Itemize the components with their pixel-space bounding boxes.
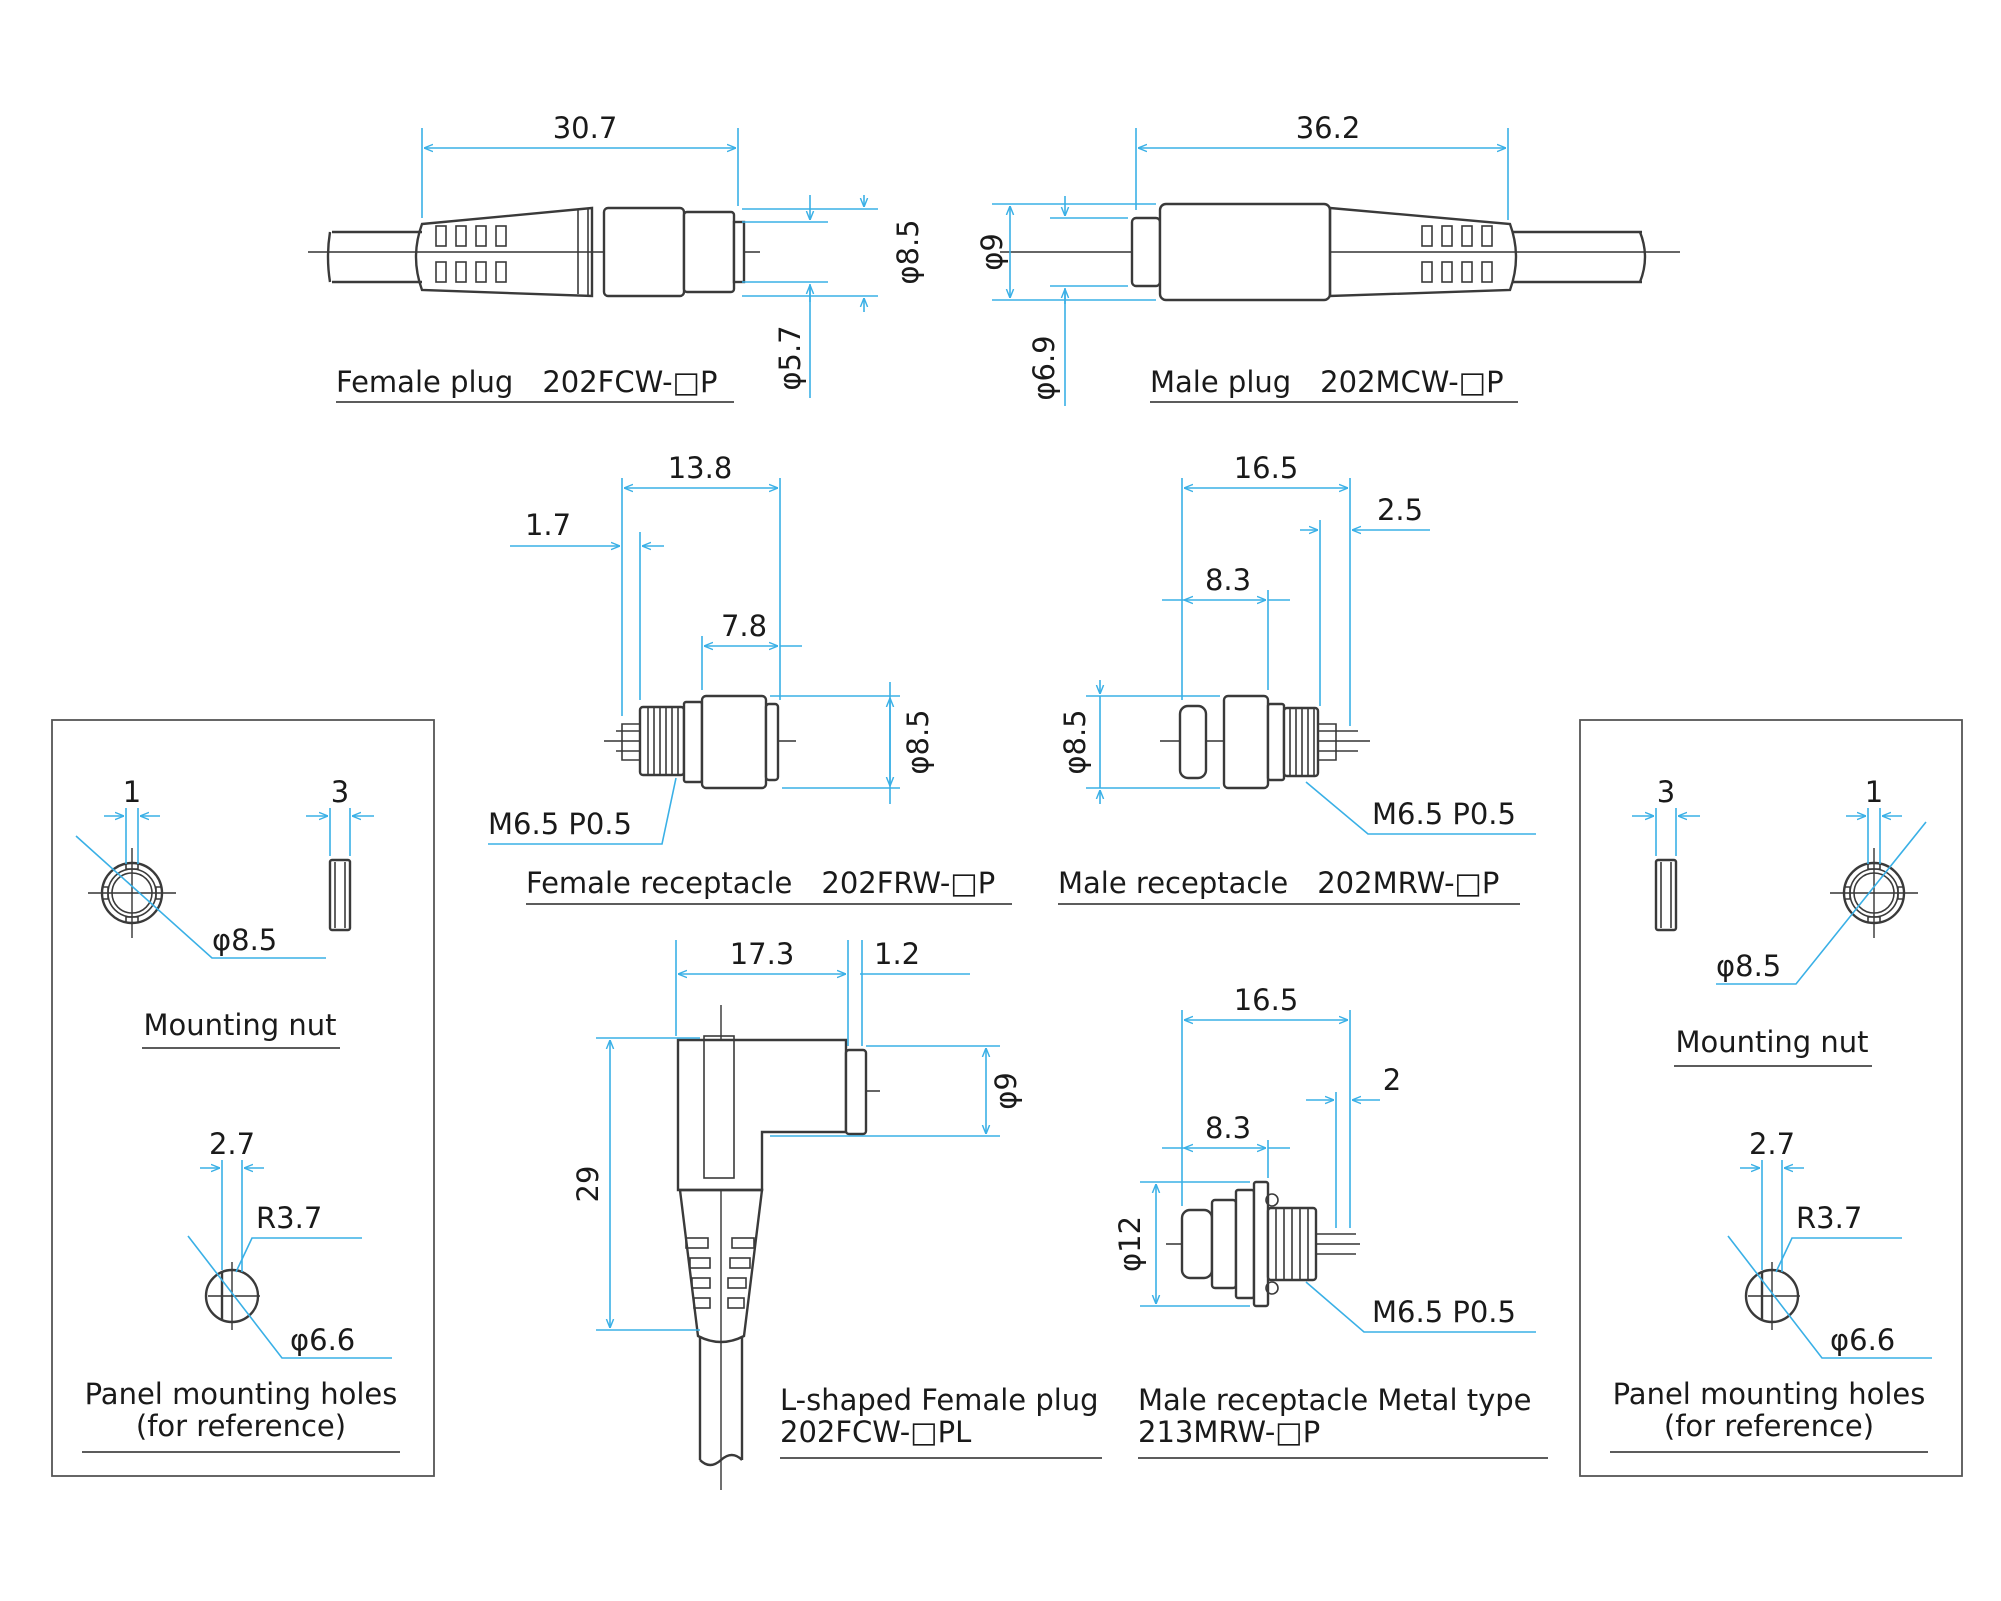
male-receptacle-body-dim: 8.3	[1205, 563, 1251, 597]
male-plug: 36.2 φ9 φ6.9 Male plug 202MCW-□P	[975, 111, 1680, 406]
right-nut-thickness-dim: 3	[1657, 775, 1675, 809]
female-plug-length-dim: 30.7	[553, 111, 618, 145]
right-hole-diameter-dim: φ6.6	[1830, 1323, 1895, 1357]
right-hole-radius-dim: R3.7	[1796, 1201, 1862, 1235]
female-plug-inner-diameter-dim: φ5.7	[773, 325, 807, 390]
right-hole-flat-dim: 2.7	[1749, 1127, 1795, 1161]
l-plug-height-dim: 29	[571, 1166, 605, 1203]
female-receptacle: 13.8 1.7 7.8 φ8.5 M6.5 P0.5 Female recep…	[488, 451, 1012, 905]
left-hole-caption-line1: Panel mounting holes	[85, 1377, 398, 1411]
metal-receptacle-pin-dim: 2	[1383, 1063, 1401, 1097]
female-receptacle-body-dim: 7.8	[721, 609, 767, 643]
left-nut-thickness-dim: 3	[331, 775, 349, 809]
female-receptacle-pin-dim: 1.7	[525, 508, 571, 542]
metal-receptacle-caption-line1: Male receptacle Metal type	[1138, 1383, 1532, 1417]
male-receptacle-thread-label: M6.5 P0.5	[1372, 797, 1516, 831]
female-receptacle-thread-label: M6.5 P0.5	[488, 807, 632, 841]
left-nut-caption: Mounting nut	[143, 1008, 336, 1042]
male-plug-length-dim: 36.2	[1296, 111, 1361, 145]
metal-receptacle-thread-label: M6.5 P0.5	[1372, 1295, 1516, 1329]
l-plug-diameter-dim: φ9	[989, 1072, 1023, 1110]
male-receptacle-caption: Male receptacle 202MRW-□P	[1058, 866, 1499, 900]
right-hole-caption-line2: (for reference)	[1664, 1409, 1874, 1443]
male-receptacle-total-dim: 16.5	[1234, 451, 1299, 485]
female-receptacle-total-dim: 13.8	[668, 451, 733, 485]
right-nut-caption: Mounting nut	[1675, 1025, 1868, 1059]
left-nut-diameter-dim: φ8.5	[212, 923, 277, 957]
female-plug: 30.7 φ8.5 φ5.7 Female plug 202FCW-□P	[308, 111, 925, 403]
left-nut-width-dim: 1	[123, 775, 141, 809]
l-plug-caption-line2: 202FCW-□PL	[780, 1415, 971, 1449]
male-receptacle-diameter-dim: φ8.5	[1058, 709, 1092, 774]
female-plug-caption: Female plug 202FCW-□P	[336, 365, 717, 399]
female-receptacle-diameter-dim: φ8.5	[901, 709, 935, 774]
right-hole-caption-line1: Panel mounting holes	[1613, 1377, 1926, 1411]
metal-receptacle-diameter-dim: φ12	[1113, 1216, 1147, 1272]
male-plug-inner-diameter-dim: φ6.9	[1027, 335, 1061, 400]
l-plug-length-dim: 17.3	[730, 937, 795, 971]
l-shaped-female-plug: 17.3 1.2 φ9 29 L-shaped Female plug 202F…	[571, 937, 1102, 1490]
left-hole-radius-dim: R3.7	[256, 1201, 322, 1235]
right-reference-panel: 3 1 φ8.5 Mounting nut 2.7 R3.7 φ6.6 Pane…	[1579, 719, 1963, 1477]
female-receptacle-caption: Female receptacle 202FRW-□P	[526, 866, 995, 900]
metal-receptacle-body-dim: 8.3	[1205, 1111, 1251, 1145]
female-plug-outer-diameter-dim: φ8.5	[891, 219, 925, 284]
left-hole-diameter-dim: φ6.6	[290, 1323, 355, 1357]
metal-receptacle-total-dim: 16.5	[1234, 983, 1299, 1017]
male-receptacle-metal: 16.5 2 8.3 φ12 M6.5 P0.5 Male receptacle…	[1113, 983, 1548, 1459]
male-receptacle: 16.5 2.5 8.3 φ8.5 M6.5 P0.5 Male recepta…	[1058, 451, 1536, 905]
male-plug-caption: Male plug 202MCW-□P	[1150, 365, 1504, 399]
right-nut-width-dim: 1	[1865, 775, 1883, 809]
left-reference-panel: 1 φ8.5 3 Mounting nut 2.7 R3.7 φ6.6 Pane…	[51, 719, 435, 1477]
male-receptacle-pin-dim: 2.5	[1377, 493, 1423, 527]
left-hole-caption-line2: (for reference)	[136, 1409, 346, 1443]
l-plug-caption-line1: L-shaped Female plug	[780, 1383, 1099, 1417]
metal-receptacle-caption-line2: 213MRW-□P	[1138, 1415, 1320, 1449]
male-plug-outer-diameter-dim: φ9	[975, 233, 1009, 271]
right-nut-diameter-dim: φ8.5	[1716, 949, 1781, 983]
l-plug-face-dim: 1.2	[874, 937, 920, 971]
left-hole-flat-dim: 2.7	[209, 1127, 255, 1161]
